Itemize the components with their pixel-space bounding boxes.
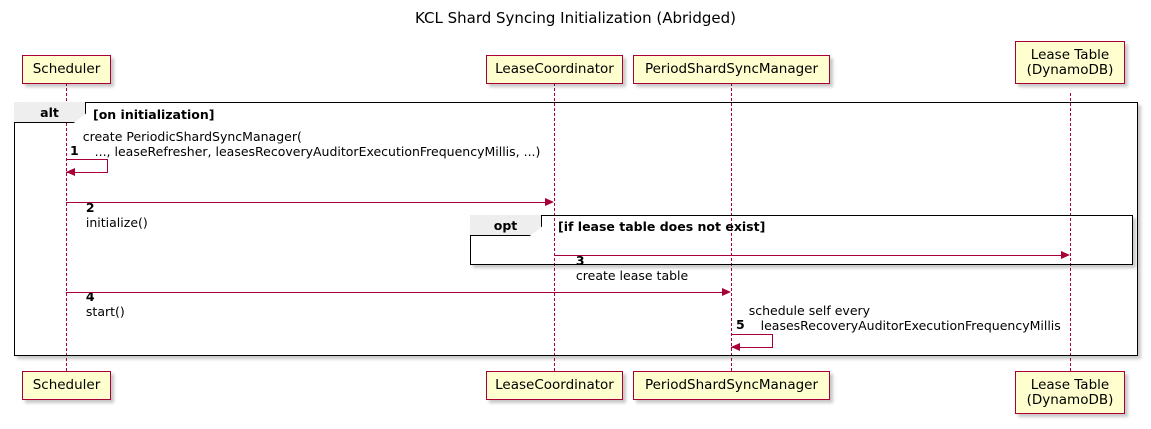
message-5-arrow-head <box>731 343 740 351</box>
lifeline-period-shard-sync-manager <box>731 83 732 371</box>
participant-label: PeriodShardSyncManager <box>644 377 819 393</box>
participant-lease-coordinator-top[interactable]: LeaseCoordinator <box>486 55 623 84</box>
participant-label-line2: (DynamoDB) <box>1026 61 1114 78</box>
opt-frame-condition: [if lease table does not exist] <box>558 219 766 234</box>
alt-frame-condition: [on initialization] <box>93 107 215 122</box>
participant-period-shard-sync-manager-top[interactable]: PeriodShardSyncManager <box>633 55 830 84</box>
participant-label-line2: (DynamoDB) <box>1026 391 1114 408</box>
lifeline-scheduler <box>66 83 67 371</box>
opt-frame-tab: opt <box>470 215 542 236</box>
opt-frame-keyword: opt <box>493 217 518 233</box>
participant-lease-table-top[interactable]: Lease Table (DynamoDB) <box>1015 41 1125 84</box>
message-5-number: 5 <box>736 317 745 332</box>
participant-label-line1: Lease Table <box>1030 46 1110 63</box>
participant-lease-coordinator-bottom[interactable]: LeaseCoordinator <box>486 371 623 400</box>
message-3-number: 3 <box>575 253 585 268</box>
participant-lease-table-bottom[interactable]: Lease Table (DynamoDB) <box>1015 371 1125 414</box>
lifeline-lease-coordinator <box>554 83 555 371</box>
message-1-arrow-head <box>66 168 75 176</box>
message-5-label: 5 schedule self every leasesRecoveryAudi… <box>736 303 1061 333</box>
message-4-text: start() <box>85 304 125 319</box>
message-4-number: 4 <box>85 289 95 304</box>
message-2-arrow-line <box>66 202 545 203</box>
diagram-title: KCL Shard Syncing Initialization (Abridg… <box>415 9 736 27</box>
message-2-label: 2 initialize() <box>70 185 148 245</box>
participant-label: LeaseCoordinator <box>495 61 614 77</box>
participant-label-line1: Lease Table <box>1030 376 1110 393</box>
participant-scheduler-bottom[interactable]: Scheduler <box>22 371 111 400</box>
message-4-arrow-head <box>722 288 731 296</box>
message-2-text: initialize() <box>85 215 148 230</box>
message-1-text-line1: create PeriodicShardSyncManager( <box>82 129 302 144</box>
message-3-text: create lease table <box>575 268 689 283</box>
message-4-label: 4 start() <box>70 274 125 334</box>
message-2-number: 2 <box>85 200 95 215</box>
alt-frame-tab: alt <box>14 102 86 123</box>
message-2-arrow-head <box>545 198 554 206</box>
participant-label: Scheduler <box>32 377 101 393</box>
alt-frame-keyword: alt <box>40 104 59 120</box>
message-5-text-line1: schedule self every <box>748 303 871 318</box>
participant-scheduler-top[interactable]: Scheduler <box>22 55 111 84</box>
message-3-arrow-head <box>1061 251 1070 259</box>
participant-label: PeriodShardSyncManager <box>644 61 819 77</box>
message-4-arrow-line <box>66 292 722 293</box>
participant-period-shard-sync-manager-bottom[interactable]: PeriodShardSyncManager <box>633 371 830 400</box>
participant-label: Scheduler <box>32 61 101 77</box>
message-1-self-loop <box>66 159 108 173</box>
message-3-label: 3 create lease table <box>560 238 688 298</box>
message-1-number: 1 <box>70 143 79 158</box>
lifeline-lease-table <box>1070 93 1071 371</box>
participant-label: LeaseCoordinator <box>495 377 614 393</box>
message-1-text-line2: ..., leaseRefresher, leasesRecoveryAudit… <box>82 144 541 159</box>
alt-frame <box>14 102 1138 356</box>
message-5-self-loop <box>731 334 773 348</box>
message-5-text-line2: leasesRecoveryAuditorExecutionFrequencyM… <box>748 318 1061 333</box>
message-3-arrow-line <box>554 255 1061 256</box>
message-1-label: 1 create PeriodicShardSyncManager( ..., … <box>70 129 540 159</box>
opt-frame <box>470 215 1133 265</box>
